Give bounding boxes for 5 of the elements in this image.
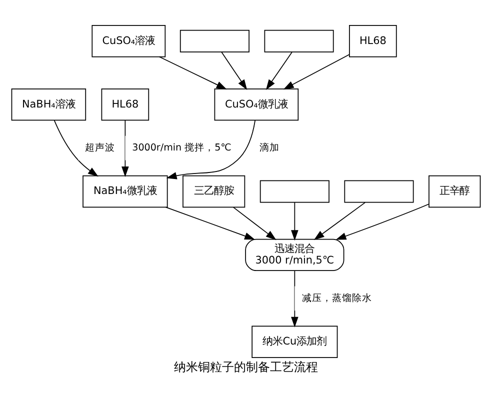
edge-label: 超声波 <box>85 142 116 153</box>
diagram-title: 纳米铜粒子的制备工艺流程 <box>174 359 318 374</box>
edge-label: 减压，蒸馏除水 <box>302 292 372 304</box>
edge-label: 3000r/min 搅拌，5℃ <box>132 142 232 153</box>
edge-label: 滴加 <box>259 142 280 153</box>
